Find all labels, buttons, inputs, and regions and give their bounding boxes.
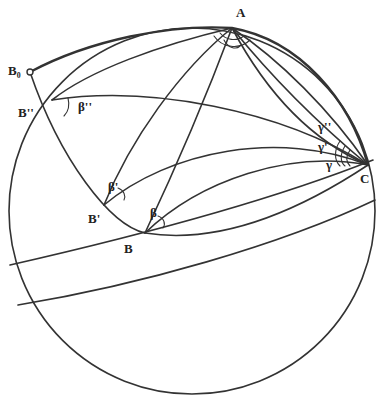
point-label: B	[124, 242, 133, 255]
sphere-outline	[9, 28, 375, 394]
side-arc	[145, 28, 232, 233]
point-label: B''	[18, 106, 34, 119]
angle-mark	[64, 98, 69, 116]
angle-mark	[341, 146, 345, 166]
point-label: C	[360, 172, 369, 185]
band-arc	[10, 160, 373, 265]
point-marker	[27, 69, 33, 75]
side-arc	[232, 28, 368, 165]
point-label: β'	[108, 180, 118, 193]
band-arc	[18, 200, 375, 305]
point-label: β	[150, 206, 157, 219]
point-label: γ'	[318, 140, 328, 153]
angle-mark	[336, 141, 341, 166]
point-label: γ	[326, 158, 332, 171]
angle-mark	[347, 150, 350, 166]
side-arc	[232, 28, 368, 165]
side-arc	[104, 28, 232, 205]
point-label: γ''	[318, 120, 331, 133]
point-label: B₀	[8, 64, 21, 77]
base-arc	[30, 72, 368, 235]
angle-mark	[214, 36, 250, 46]
angle-mark	[220, 33, 244, 40]
side-arc	[232, 28, 368, 165]
point-label: β''	[78, 100, 92, 113]
angle-mark	[224, 40, 240, 48]
side-arc	[145, 161, 368, 233]
angle-mark	[118, 188, 125, 200]
side-arc	[104, 148, 368, 205]
side-arc	[52, 28, 232, 100]
point-label: A	[236, 6, 245, 19]
point-label: B'	[88, 212, 100, 225]
rim-arc	[30, 27, 368, 165]
angle-mark	[158, 216, 164, 228]
